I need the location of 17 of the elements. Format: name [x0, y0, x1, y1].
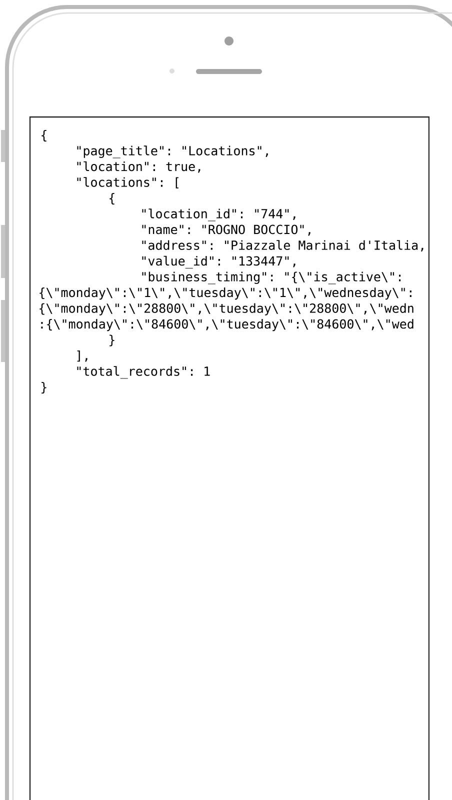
code-line: "location_id": "744",	[142, 208, 296, 222]
code-line: {	[42, 130, 46, 142]
code-line: ],	[77, 350, 88, 362]
code-line: }	[110, 334, 114, 346]
code-line: "total_records": 1	[77, 366, 210, 379]
code-line: :{\"monday\":\"84600\",\"tuesday\":\"84600\",\"wed	[41, 319, 414, 332]
code-line: }	[42, 382, 46, 394]
code-line: {	[110, 193, 114, 205]
code-line: "value_id": "133447",	[142, 256, 296, 268]
code-line: "name": "ROGNO BOCCIO",	[142, 224, 310, 236]
code-line: "locations": [	[77, 177, 178, 188]
code-line: "page_title": "Locations",	[77, 146, 268, 158]
code-line: "business_timing": "{\"is_active\":	[142, 272, 401, 284]
code-line: {\"monday\":\"1\",\"tuesday\":\"1\",\"wednesday\":	[40, 288, 412, 300]
code-line: "location": true,	[77, 161, 200, 173]
code-line: {\"monday\":\"28800\",\"tuesday\":\"28800\",\"wedn	[40, 303, 414, 316]
code-line: "address": "Piazzale Marinai d'Italia,	[142, 240, 424, 252]
